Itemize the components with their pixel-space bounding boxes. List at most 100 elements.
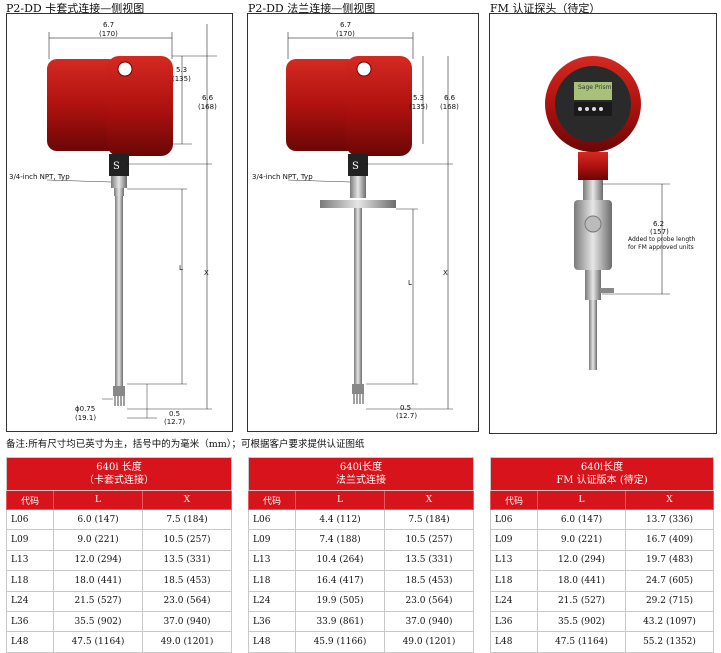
cell-X: 49.0 (1201) xyxy=(384,631,474,653)
dim-width-mm: (170) xyxy=(99,30,118,38)
table-title: 640i 长度 xyxy=(96,462,142,473)
logo-s-icon-2: S xyxy=(352,161,359,172)
cell-X: 49.0 (1201) xyxy=(142,631,232,653)
cell-L: 18.0 (441) xyxy=(53,570,143,592)
cell-code: L36 xyxy=(6,610,54,633)
cell-X: 23.0 (564) xyxy=(142,590,232,612)
cell-X: 10.5 (257) xyxy=(142,529,232,551)
cell-code: L06 xyxy=(490,508,538,531)
cell-X: 7.5 (184) xyxy=(142,508,232,531)
cell-L: 12.0 (294) xyxy=(53,549,143,572)
dim-fm-length-mm: (157) xyxy=(650,228,669,236)
dim-X-2: X xyxy=(443,269,448,277)
fm-probe-drawing xyxy=(545,56,670,370)
diagram-panel-fm: Sage Prism 6.2 (157) Added to probe leng… xyxy=(489,13,717,434)
cell-L: 4.4 (112) xyxy=(295,508,385,531)
cell-code: L24 xyxy=(490,590,538,612)
col-L: L xyxy=(537,490,626,510)
dim-width-mm-2: (170) xyxy=(336,30,355,38)
dim-height-2-2: 6.6 xyxy=(444,94,456,102)
cell-X: 7.5 (184) xyxy=(384,508,474,531)
fm-enclosure xyxy=(574,200,612,270)
dim-height-1: 5.3 xyxy=(176,66,188,74)
table-header: 640i长度 FM 认证版本 (待定) xyxy=(490,457,714,491)
flange-plate xyxy=(320,200,396,208)
dim-height-1-mm: (135) xyxy=(172,75,191,83)
npt-label: 3/4-inch NPT, Typ xyxy=(9,173,70,181)
col-code: 代码 xyxy=(6,490,54,510)
col-L: L xyxy=(53,490,143,510)
cell-L: 10.4 (264) xyxy=(295,549,385,572)
cell-code: L06 xyxy=(248,508,296,531)
dim-tip-mm: (12.7) xyxy=(164,418,186,426)
dim-tip: 0.5 xyxy=(169,410,181,418)
cell-L: 9.0 (221) xyxy=(537,529,626,551)
cell-code: L09 xyxy=(6,529,54,551)
logo-s-icon: S xyxy=(113,161,120,172)
dim-tip-2: 0.5 xyxy=(400,404,412,412)
dim-width: 6.7 xyxy=(103,21,115,29)
cell-X: 55.2 (1352) xyxy=(625,631,714,653)
display-text: Sage Prism xyxy=(578,84,612,91)
cell-X: 37.0 (940) xyxy=(384,610,474,633)
diagram-panel-flange: S 6.7 (170) 5.3 (135) 6.6 (168) 3/4-inch… xyxy=(247,13,479,432)
cell-X: 10.5 (257) xyxy=(384,529,474,551)
cell-X: 18.5 (453) xyxy=(384,570,474,592)
cell-L: 9.0 (221) xyxy=(53,529,143,551)
dim-L: L xyxy=(179,264,183,272)
cell-L: 47.5 (1164) xyxy=(53,631,143,653)
dim-height-2-mm-2: (168) xyxy=(440,103,459,111)
col-X: X xyxy=(142,490,232,510)
cell-L: 16.4 (417) xyxy=(295,570,385,592)
probe-stem xyxy=(115,196,123,386)
dim-X: X xyxy=(204,269,209,277)
compression-meter-drawing: S xyxy=(46,24,217,419)
col-X: X xyxy=(384,490,474,510)
flange-meter-drawing: S xyxy=(286,32,453,410)
cell-L: 18.0 (441) xyxy=(537,570,626,592)
cell-code: L18 xyxy=(248,570,296,592)
cell-X: 13.7 (336) xyxy=(625,508,714,531)
cell-L: 35.5 (902) xyxy=(53,610,143,633)
dim-fm-length: 6.2 xyxy=(653,220,665,228)
cell-X: 29.2 (715) xyxy=(625,590,714,612)
cell-L: 21.5 (527) xyxy=(53,590,143,612)
cell-L: 12.0 (294) xyxy=(537,549,626,572)
display-screen xyxy=(574,82,612,100)
dim-height-1-2: 5.3 xyxy=(413,94,425,102)
cell-X: 18.5 (453) xyxy=(142,570,232,592)
dimension-note: 备注:所有尺寸均已英寸为主，括号中的为毫米（mm）；可根据客户要求提供认证图纸 xyxy=(6,439,365,450)
dim-height-1-mm-2: (135) xyxy=(409,103,428,111)
title-flange-side-view: P2-DD 法兰连接—侧视图 xyxy=(248,2,376,15)
cell-code: L48 xyxy=(248,631,296,653)
dim-tip-mm-2: (12.7) xyxy=(396,412,418,420)
cell-code: L48 xyxy=(490,631,538,653)
cell-code: L36 xyxy=(490,610,538,633)
cell-code: L36 xyxy=(248,610,296,633)
table-header: 640i 长度 （卡套式连接） xyxy=(6,457,232,491)
cell-X: 37.0 (940) xyxy=(142,610,232,633)
table-subtitle: （卡套式连接） xyxy=(84,475,154,486)
dim-height-2-mm: (168) xyxy=(198,103,217,111)
col-code: 代码 xyxy=(248,490,296,510)
dim-diameter: ɸ0.75 xyxy=(75,405,96,413)
cell-X: 43.2 (1097) xyxy=(625,610,714,633)
cell-code: L09 xyxy=(248,529,296,551)
table-header: 640i长度 法兰式连接 xyxy=(248,457,474,491)
